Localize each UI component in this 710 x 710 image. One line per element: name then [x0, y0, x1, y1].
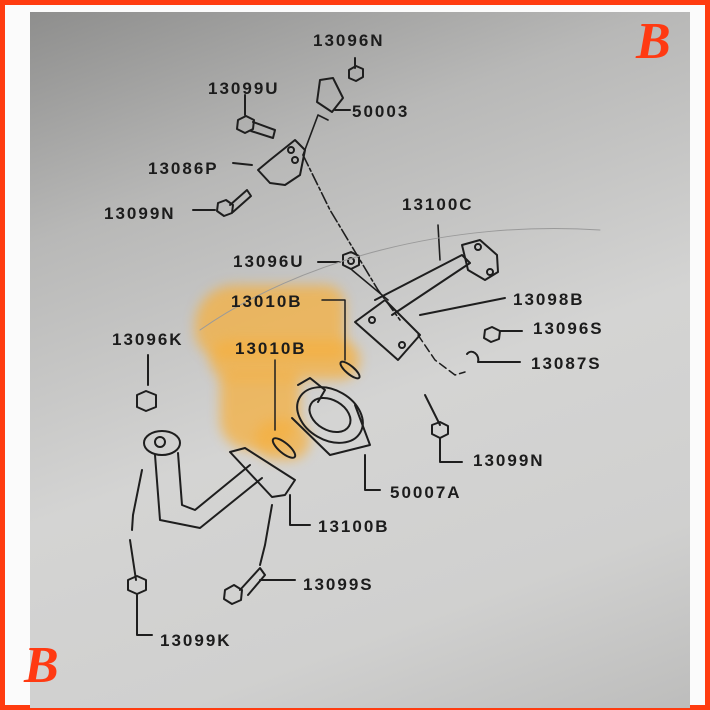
part-label-50003: 50003 — [352, 102, 410, 121]
part-label-13098B: 13098B — [513, 290, 585, 309]
part-label-50007A: 50007A — [390, 483, 462, 502]
part-label-13100B: 13100B — [318, 517, 390, 536]
part-label-13096U: 13096U — [233, 252, 305, 271]
part-label-13099S: 13099S — [303, 575, 374, 594]
watermark-logo-bottom-left: B — [24, 637, 59, 694]
part-label-13010B-lower: 13010B — [235, 339, 307, 358]
part-label-13099K: 13099K — [160, 631, 232, 650]
part-label-13099N-top: 13099N — [104, 204, 176, 223]
image-frame — [5, 5, 705, 708]
part-label-13096S: 13096S — [533, 319, 604, 338]
part-label-13086P: 13086P — [148, 159, 219, 178]
part-label-13099N-right: 13099N — [473, 451, 545, 470]
part-label-13087S: 13087S — [531, 354, 602, 373]
part-label-13100C: 13100C — [402, 195, 474, 214]
part-label-13096N: 13096N — [313, 31, 385, 50]
part-label-13010B-upper: 13010B — [231, 292, 303, 311]
part-label-13096K: 13096K — [112, 330, 184, 349]
part-label-13099U: 13099U — [208, 79, 280, 98]
watermark-logo-top-right: B — [636, 13, 671, 70]
